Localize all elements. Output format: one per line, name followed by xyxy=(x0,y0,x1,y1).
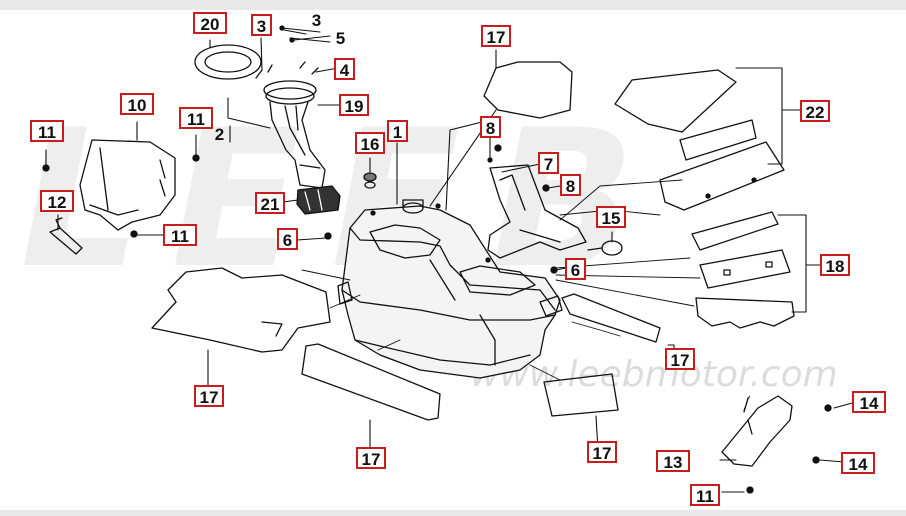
callout-3-right: 3 xyxy=(311,11,322,30)
callout-17-bottom-left: 17 xyxy=(356,447,386,469)
fasteners xyxy=(42,144,832,494)
callout-17-top: 17 xyxy=(481,25,511,47)
pad-bottom-mid-shape xyxy=(543,373,619,417)
callout-10: 10 xyxy=(120,93,154,115)
callout-11-lower: 11 xyxy=(163,224,197,246)
pad-left-shape xyxy=(151,267,331,353)
bracket-13-shape xyxy=(721,395,793,467)
callout-21: 21 xyxy=(255,192,285,214)
callout-22: 22 xyxy=(800,100,830,122)
callout-11-left: 11 xyxy=(30,120,64,142)
top-border xyxy=(0,0,906,10)
heat-shield-shape xyxy=(79,139,176,231)
callout-8-lower: 8 xyxy=(560,174,581,196)
callout-16: 16 xyxy=(355,132,385,154)
pad-top-shape xyxy=(483,61,573,119)
pad-set-22-shape xyxy=(614,69,785,211)
callout-14-lower: 14 xyxy=(841,452,875,474)
callout-3-left: 3 xyxy=(251,14,272,36)
callout-17-right: 17 xyxy=(665,348,695,370)
callout-17-left: 17 xyxy=(194,385,224,407)
pad-bottom-left-shape xyxy=(301,343,441,421)
callout-17-bottom-mid: 17 xyxy=(587,441,617,463)
callout-1: 1 xyxy=(387,120,408,142)
callout-13: 13 xyxy=(656,450,690,472)
bottom-border xyxy=(0,510,906,516)
bracket-shape xyxy=(49,217,83,255)
pad-right-shape xyxy=(561,293,661,343)
callout-14-upper: 14 xyxy=(852,391,886,413)
callout-5: 5 xyxy=(335,29,346,48)
cable-shape xyxy=(587,240,623,256)
fuel-tank-shape xyxy=(337,199,563,379)
callout-6-left: 6 xyxy=(277,228,298,250)
callout-18: 18 xyxy=(820,254,850,276)
filter-shape xyxy=(296,185,341,215)
callout-20: 20 xyxy=(193,12,227,34)
callout-11-upper: 11 xyxy=(179,107,213,129)
bracket-7-shape xyxy=(487,164,587,259)
callout-15: 15 xyxy=(596,206,626,228)
pad-set-18-shape xyxy=(691,211,795,329)
grommet-shape xyxy=(363,172,377,189)
fuel-pump-shape xyxy=(255,25,331,189)
line-drawing xyxy=(42,25,857,494)
callout-8-upper: 8 xyxy=(480,116,501,138)
callout-2: 2 xyxy=(214,125,225,144)
callout-6-right: 6 xyxy=(565,258,586,280)
callout-7: 7 xyxy=(538,152,559,174)
callout-12: 12 xyxy=(40,190,74,212)
gasket-shape xyxy=(194,44,262,80)
callout-19: 19 xyxy=(339,94,369,116)
callout-11-bottom: 11 xyxy=(690,484,720,506)
callout-4: 4 xyxy=(334,58,355,80)
